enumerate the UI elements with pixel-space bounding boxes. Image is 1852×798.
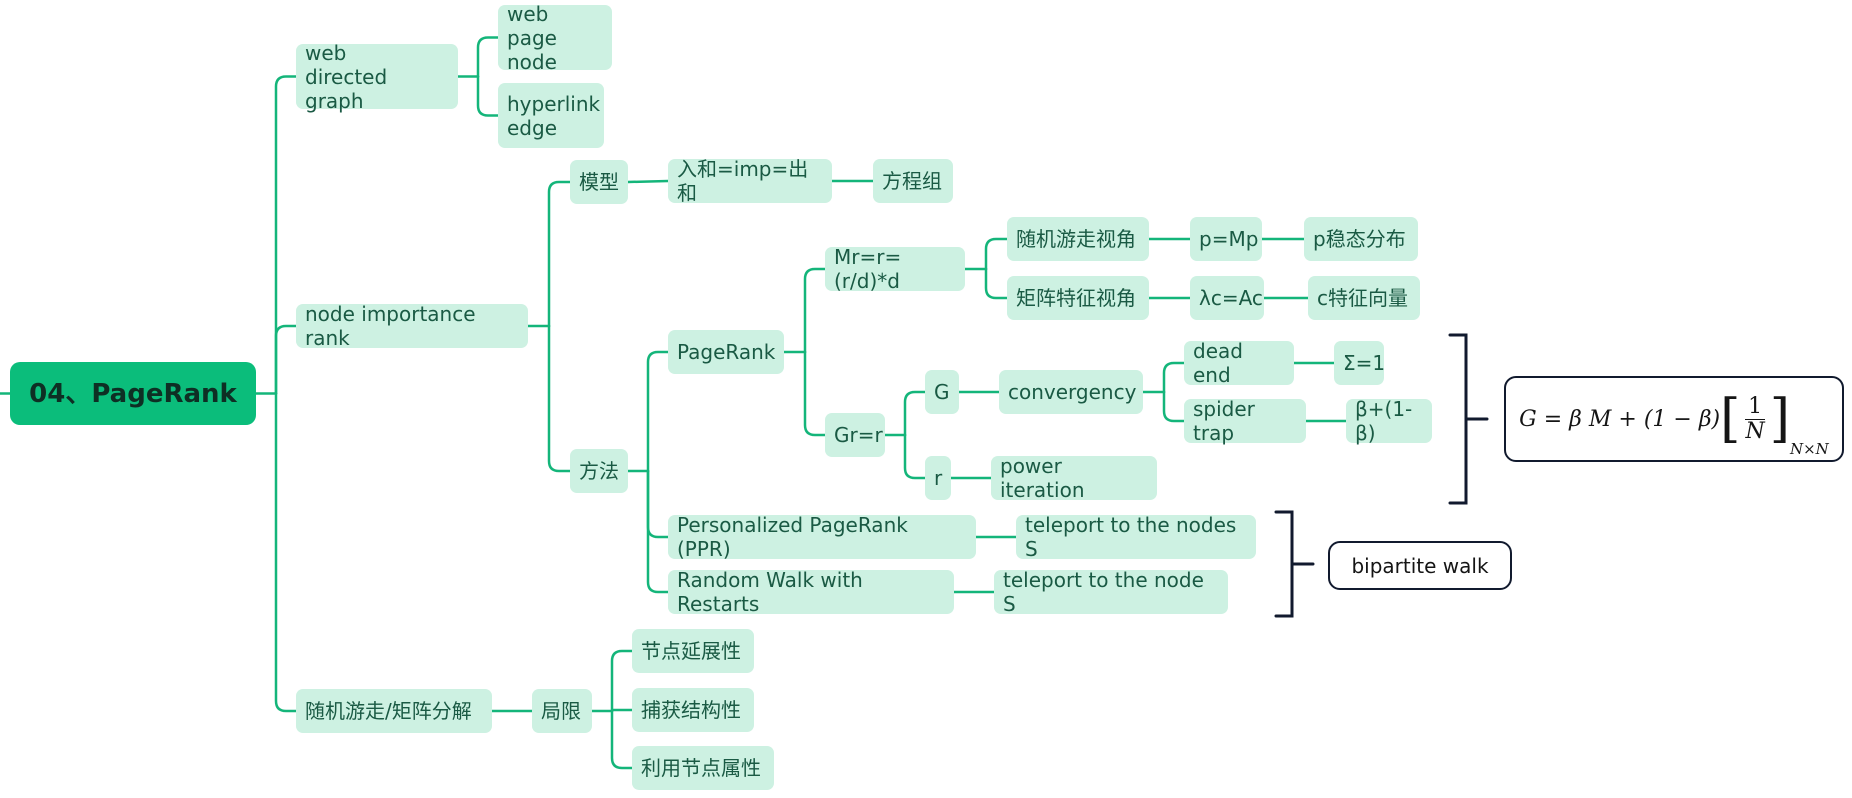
topic-pagerank[interactable]: PageRank <box>668 330 784 374</box>
topic-limitations[interactable]: 局限 <box>532 689 592 733</box>
right-bracket: ] <box>1769 389 1790 449</box>
topic-g[interactable]: G <box>925 370 959 414</box>
connector-convergency-spider_trap <box>1162 390 1186 423</box>
topic-node-importance-rank[interactable]: node importance rank <box>296 302 528 350</box>
connector-limitations-node_extensibility <box>610 649 634 713</box>
left-bracket: [ <box>1720 389 1741 449</box>
topic-spider-trap[interactable]: spider trap <box>1184 397 1306 445</box>
topic-power-iteration[interactable]: power iteration <box>991 454 1157 502</box>
connector-limitations-use_node_attrs <box>610 709 634 770</box>
topic-beta-plus[interactable]: β+(1-β) <box>1346 397 1432 445</box>
topic-teleport-node-s[interactable]: teleport to the node S <box>994 568 1228 616</box>
topic-web-page-node[interactable]: web page node <box>498 2 612 74</box>
summary-bracket-formula <box>1448 333 1489 505</box>
topic-sigma-1[interactable]: Σ=1 <box>1334 341 1385 385</box>
formula-lhs: G = β M + (1 − β) <box>1519 406 1721 432</box>
topic-in-imp-out[interactable]: 入和=imp=出和 <box>668 157 832 205</box>
topic-random-walk-with-restarts[interactable]: Random Walk with Restarts <box>668 568 954 616</box>
topic-dead-end[interactable]: dead end <box>1184 339 1294 387</box>
connector-limitations-capture_structure <box>610 708 634 713</box>
callout-google-matrix-formula[interactable]: G = β M + (1 − β) [ 1 N ] N×N <box>1504 376 1844 462</box>
connector-method-pagerank <box>646 350 670 473</box>
connector-root-web_graph <box>274 75 298 395</box>
connector-method-rwr <box>646 469 670 594</box>
topic-ppr[interactable]: Personalized PageRank (PPR) <box>668 513 976 561</box>
topic-r[interactable]: r <box>925 456 951 500</box>
topic-capture-structure[interactable]: 捕获结构性 <box>632 688 754 732</box>
topic-random-walk-view[interactable]: 随机游走视角 <box>1007 217 1149 261</box>
topic-mr-equation[interactable]: Mr=r=(r/d)*d <box>825 245 965 293</box>
connector-root-rw_matrix_fact <box>274 392 298 713</box>
connector-convergency-dead_end <box>1162 361 1186 394</box>
topic-rw-matrix-factorization[interactable]: 随机游走/矩阵分解 <box>296 689 492 733</box>
connector-web_graph-web_page_node <box>476 36 500 78</box>
topic-c-eigenvector[interactable]: c特征向量 <box>1308 276 1420 320</box>
connector-pagerank-mr_eq <box>803 267 827 354</box>
topic-model[interactable]: 模型 <box>570 160 628 204</box>
topic-hyperlink-edge[interactable]: hyperlink edge <box>498 83 604 148</box>
connector-method-ppr <box>646 469 670 539</box>
fraction: 1 N <box>1742 394 1767 444</box>
topic-p-stationary[interactable]: p稳态分布 <box>1304 217 1418 261</box>
connector-model-in_imp_out <box>626 179 670 184</box>
summary-bracket-bipartite <box>1274 510 1315 618</box>
connector-root-node_importance_rank <box>274 324 298 395</box>
topic-equations[interactable]: 方程组 <box>873 159 953 203</box>
connector-pagerank-gr_r <box>803 350 827 437</box>
connector-gr_r-g <box>903 390 927 437</box>
connector-mr_eq-random_walk_view <box>984 237 1009 271</box>
callout-bipartite-walk[interactable]: bipartite walk <box>1328 541 1512 590</box>
fraction-denominator: N <box>1745 418 1765 444</box>
topic-use-node-attributes[interactable]: 利用节点属性 <box>632 746 774 790</box>
topic-gr-r[interactable]: Gr=r <box>825 413 885 457</box>
fraction-numerator: 1 <box>1745 394 1766 420</box>
topic-node-extensibility[interactable]: 节点延展性 <box>632 629 754 673</box>
topic-convergency[interactable]: convergency <box>999 370 1143 414</box>
topic-method[interactable]: 方法 <box>570 449 628 493</box>
formula-subscript: N×N <box>1789 440 1829 458</box>
connector-mr_eq-matrix_eigen_view <box>984 267 1009 300</box>
connector-gr_r-r <box>903 433 927 480</box>
topic-matrix-eigen-view[interactable]: 矩阵特征视角 <box>1007 276 1149 320</box>
connector-node_importance_rank-method <box>547 324 572 473</box>
connector-node_importance_rank-model <box>547 180 572 328</box>
connector-web_graph-hyperlink_edge <box>476 75 500 117</box>
topic-web-directed-graph[interactable]: web directed graph <box>296 41 458 113</box>
topic-p-mp[interactable]: p=Mp <box>1190 217 1262 261</box>
topic-teleport-nodes-s[interactable]: teleport to the nodes S <box>1016 513 1256 561</box>
topic-lambda-c[interactable]: λc=Ac <box>1190 276 1264 320</box>
root-topic[interactable]: 04、PageRank <box>10 362 256 425</box>
